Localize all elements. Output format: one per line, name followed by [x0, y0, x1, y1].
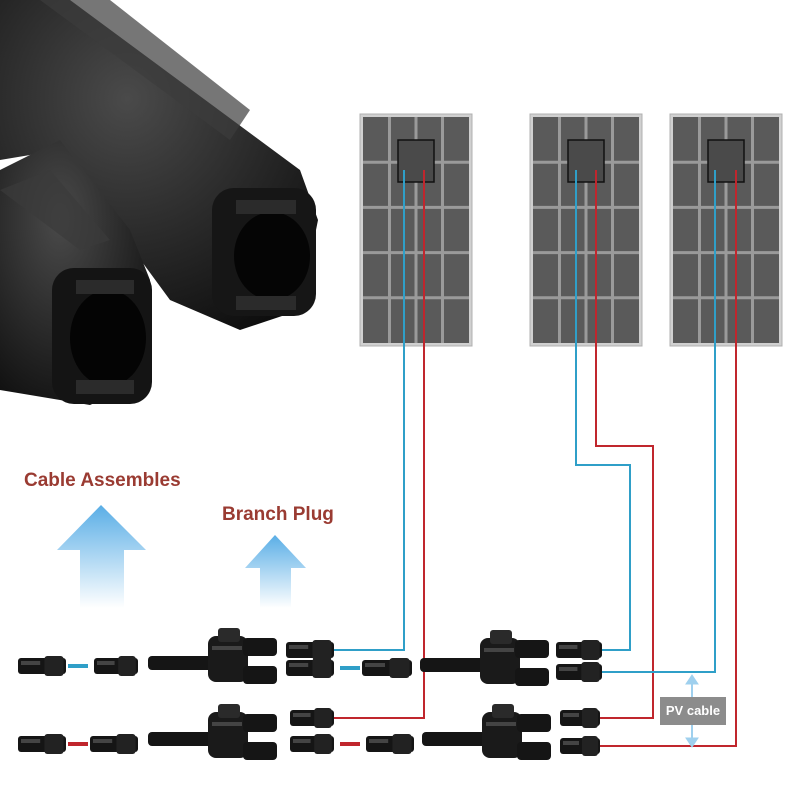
branch-connector-icon	[422, 704, 551, 760]
connector-plug-icon	[560, 708, 600, 728]
connector-plug-icon	[366, 734, 414, 754]
connector-plug-icon	[286, 658, 334, 678]
connector-plug-icon	[90, 734, 138, 754]
panel3-positive-wire	[598, 170, 737, 747]
branch-connector-icon	[420, 630, 549, 686]
junction-box-icon	[567, 139, 605, 183]
connector-plug-icon	[290, 734, 334, 754]
connectors	[18, 628, 602, 760]
panel2-positive-wire	[595, 170, 654, 719]
junction-box-icon	[397, 139, 435, 183]
pv-cable-label: PV cable	[660, 697, 726, 725]
cable-assembles-label: Cable Assembles	[24, 470, 181, 491]
up-arrow-icon	[57, 505, 146, 608]
connector-plug-icon	[286, 640, 334, 660]
connector-plug-icon	[362, 658, 412, 678]
panel2-negative-wire	[575, 170, 631, 651]
connector-plug-icon	[560, 736, 600, 756]
pv-cable-arrow-icon	[685, 674, 699, 748]
branch-plug-label: Branch Plug	[222, 504, 334, 525]
panel1-positive-wire	[320, 170, 425, 719]
branch-connector-icon	[148, 704, 277, 760]
junction-box-icon	[707, 139, 745, 183]
connector-plug-icon	[290, 708, 334, 728]
connector-plug-icon	[94, 656, 138, 676]
solar-panel-1	[359, 113, 473, 347]
panel1-negative-wire	[320, 170, 405, 651]
panel3-negative-wire	[598, 170, 716, 673]
connector-plug-icon	[556, 662, 602, 682]
connector-plug-icon	[18, 734, 66, 754]
wires	[68, 170, 737, 747]
connector-plug-icon	[18, 656, 66, 676]
connector-plug-icon	[556, 640, 602, 660]
solar-panel-3	[669, 113, 783, 347]
up-arrow-icon	[245, 535, 306, 608]
mc4-connector-photo	[0, 0, 318, 405]
branch-connector-icon	[148, 628, 277, 684]
solar-panel-2	[529, 113, 643, 347]
